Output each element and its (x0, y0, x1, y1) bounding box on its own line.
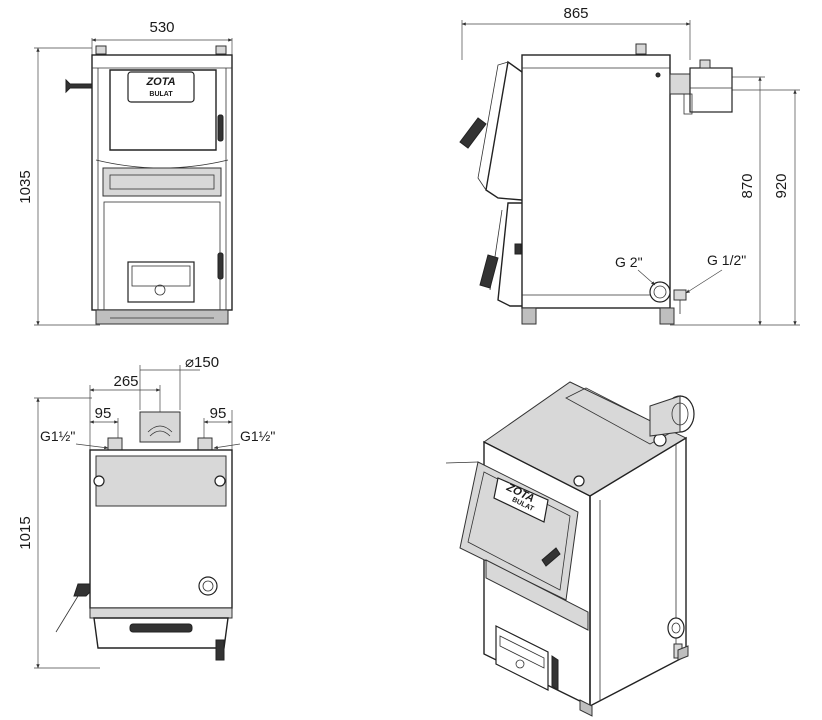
top-flue-pipe (139, 411, 181, 443)
front-brand-label: ZOTA (145, 76, 175, 88)
front-lower-handle (217, 252, 224, 280)
top-left-pipe-offset-dimension: 95 (89, 405, 119, 440)
front-view: 530 1035 ZOTA BULAT (17, 19, 233, 326)
front-height-label: 1035 (17, 170, 34, 203)
top-front-door (93, 617, 229, 649)
side-drain-fitting (673, 289, 687, 314)
top-flue-diameter-dimension: ⌀150 (139, 354, 219, 410)
top-flue-diameter-label: ⌀150 (185, 354, 219, 371)
front-upper-handle (217, 114, 224, 142)
top-depth-dimension: 1015 (17, 397, 100, 669)
top-flue-offset-label: 265 (113, 373, 138, 390)
side-return-fitting (649, 281, 671, 303)
side-flue-outlet (669, 59, 733, 115)
front-ash-door (127, 261, 195, 303)
front-width-label: 530 (149, 19, 174, 36)
iso-upper-door: ZOTA BULAT (445, 461, 579, 601)
side-drain-label: G 1/2" (707, 252, 746, 268)
front-width-dimension: 530 (91, 19, 233, 60)
side-body (521, 54, 671, 309)
top-lid (95, 455, 227, 507)
top-right-pipe-offset-dimension: 95 (203, 405, 233, 450)
iso-ash-door (495, 625, 559, 691)
top-gauge (198, 576, 218, 596)
front-logo-plate (127, 71, 195, 103)
side-flow-height-dimension: 870 (670, 76, 800, 326)
iso-flue-pipe (649, 395, 695, 437)
top-right-pipe-label: G1½" (240, 428, 275, 444)
side-return-label: G 2" (615, 254, 643, 270)
top-flue-offset-dimension: 265 (89, 373, 161, 450)
front-model-label: BULAT (149, 91, 173, 98)
top-right-pipe-offset-label: 95 (210, 405, 227, 422)
side-flow-height-label: 870 (739, 173, 756, 198)
side-outlet-height-label: 920 (773, 173, 790, 198)
top-depth-label: 1015 (17, 516, 34, 549)
side-front-door (459, 60, 523, 307)
iso-view: ZOTA BULAT (445, 381, 695, 717)
side-view: 865 870 920 (459, 5, 800, 326)
front-side-lever (65, 78, 93, 94)
side-depth-dimension: 865 (461, 5, 691, 60)
top-view: ⌀150 265 95 95 G1½" G1½" (17, 354, 275, 669)
front-base (95, 309, 229, 325)
top-left-pipe-label: G1½" (40, 428, 75, 444)
front-height-dimension: 1035 (17, 47, 100, 326)
front-middle-panel (102, 167, 222, 197)
front-upper-door (109, 69, 217, 151)
top-left-pipe-offset-label: 95 (95, 405, 112, 422)
top-right-pipe (197, 437, 213, 451)
side-depth-label: 865 (563, 5, 588, 22)
top-left-pipe (107, 437, 123, 451)
iso-middle-panel (485, 559, 589, 631)
side-outlet-height-dimension: 920 (730, 89, 800, 326)
